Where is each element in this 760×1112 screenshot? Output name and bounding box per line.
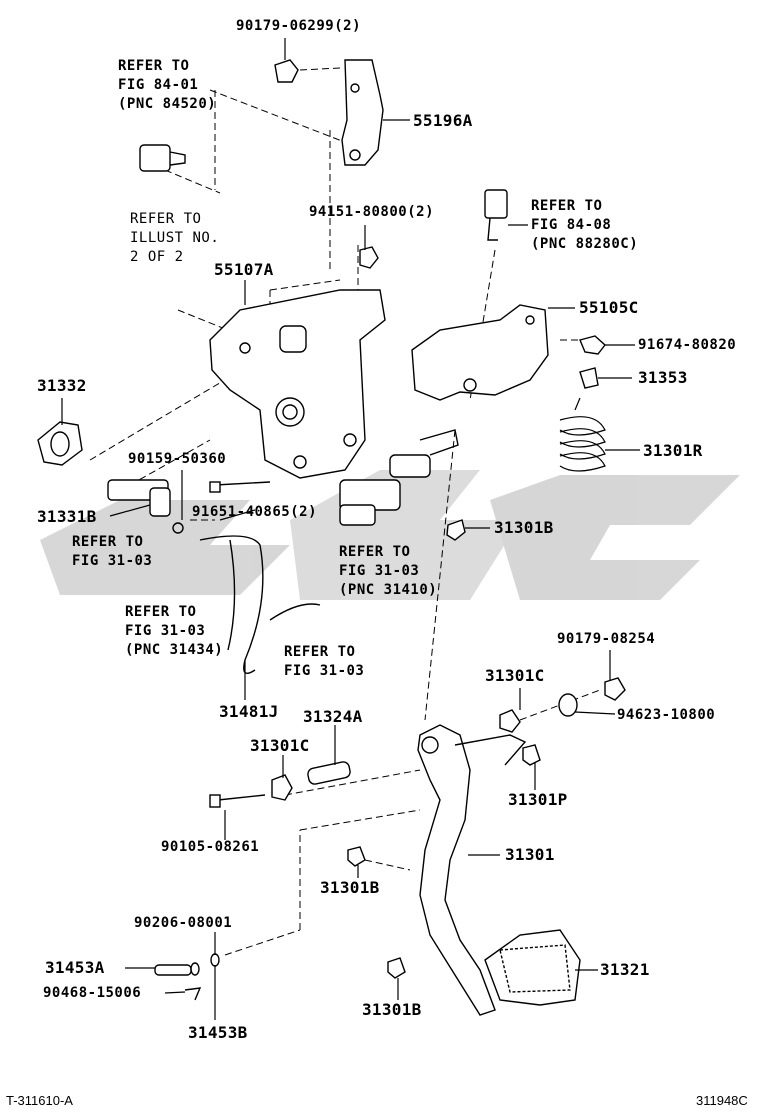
refer-to-label: REFER TO	[130, 211, 202, 227]
refer-pnc-label: (PNC 31434)	[125, 642, 224, 658]
refer-fig-label: FIG 84-08	[531, 217, 612, 233]
part-label: 31332	[37, 376, 87, 395]
part-label: 31301	[505, 845, 555, 864]
part-label: 31301B	[320, 878, 380, 897]
part-label: 31324A	[303, 707, 363, 726]
part-label: 90179-08254	[557, 631, 656, 647]
part-label: 90179-06299(2)	[236, 18, 362, 34]
part-label: 31481J	[219, 702, 279, 721]
part-label: 31301P	[508, 790, 568, 809]
part-label: 90468-15006	[43, 985, 142, 1001]
part-label: 55107A	[214, 260, 274, 279]
part-label: 91651-40865(2)	[192, 504, 318, 520]
refer-to-label: REFER TO	[72, 534, 144, 550]
part-label: 31353	[638, 368, 688, 387]
part-label: 91674-80820	[638, 337, 737, 353]
refer-to-label: REFER TO	[531, 198, 603, 214]
part-label: 31453A	[45, 958, 105, 977]
part-label: 55105C	[579, 298, 639, 317]
support-55105c	[411, 304, 549, 401]
part-label: 31301B	[362, 1000, 422, 1019]
part-label: 31331B	[37, 507, 97, 526]
part-label: 90159-50360	[128, 451, 227, 467]
refer-fig-label: FIG 84-01	[118, 77, 199, 93]
part-label: 31301C	[250, 736, 310, 755]
footer-left-code: T-311610-A	[6, 1093, 73, 1108]
part-label: 31321	[600, 960, 650, 979]
refer-pnc-label: (PNC 31410)	[339, 582, 438, 598]
refer-to-label: REFER TO	[118, 58, 190, 74]
spring-31301r	[559, 397, 606, 472]
part-label: 31301B	[494, 518, 554, 537]
refer-fig-label: FIG 31-03	[125, 623, 206, 639]
refer-pnc-label: (PNC 88280C)	[531, 236, 639, 252]
bracket-55107a	[209, 289, 386, 479]
pedal-arm-31301	[417, 724, 496, 1016]
refer-page-label: 2 OF 2	[130, 249, 184, 265]
part-label: 94151-80800(2)	[309, 204, 435, 220]
footer-right-code: 311948C	[696, 1093, 748, 1108]
bracket-55196a	[341, 59, 384, 166]
part-label: 90206-08001	[134, 915, 233, 931]
refer-to-label: REFER TO	[284, 644, 356, 660]
refer-illust-label: ILLUST NO.	[130, 230, 220, 246]
refer-to-label: REFER TO	[339, 544, 411, 560]
part-label: 94623-10800	[617, 707, 716, 723]
pedal-pad-31321	[484, 929, 581, 1006]
refer-pnc-label: (PNC 84520)	[118, 96, 217, 112]
part-label: 55196A	[413, 111, 473, 130]
refer-fig-label: FIG 31-03	[339, 563, 420, 579]
part-label: 90105-08261	[161, 839, 260, 855]
refer-fig-label: FIG 31-03	[284, 663, 365, 679]
part-label: 31301R	[643, 441, 703, 460]
refer-to-label: REFER TO	[125, 604, 197, 620]
part-label: 31453B	[188, 1023, 248, 1042]
grommet-31332	[37, 421, 83, 466]
part-label: 31301C	[485, 666, 545, 685]
refer-fig-label: FIG 31-03	[72, 553, 153, 569]
